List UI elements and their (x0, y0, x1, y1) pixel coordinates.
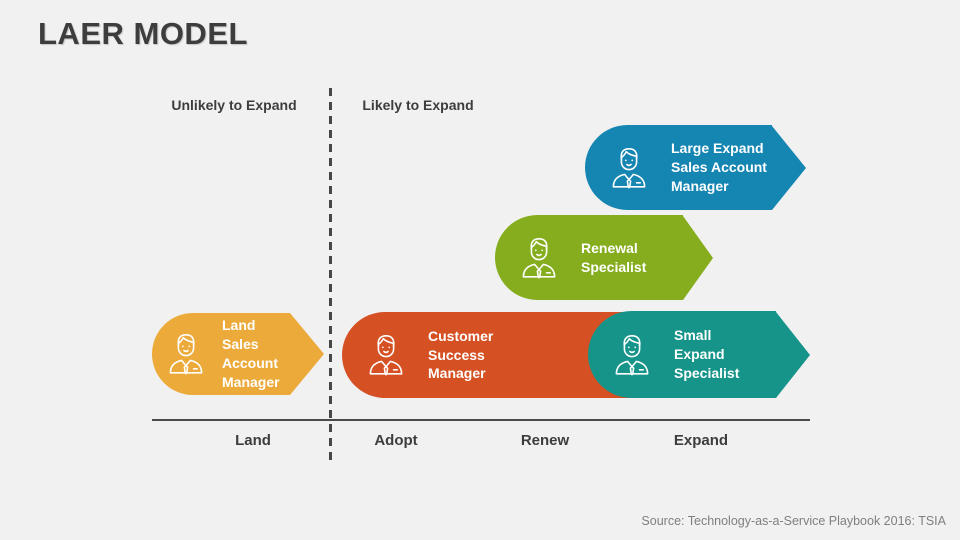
banner-body: Land Sales Account Manager (152, 313, 290, 395)
person-icon (366, 332, 406, 378)
role-label: Renewal Specialist (581, 239, 647, 275)
person-icon (612, 332, 652, 378)
person-icon (519, 235, 559, 281)
person-icon (609, 145, 649, 191)
arrow-point (772, 125, 806, 210)
axis-label-adopt: Adopt (374, 432, 418, 449)
role-label: Small Expand Specialist (674, 327, 740, 381)
role-banner-renewal-specialist: Renewal Specialist (495, 215, 713, 300)
role-banner-small-expand-specialist: Small Expand Specialist (588, 311, 810, 398)
banner-body: Large Expand Sales Account Manager (585, 125, 772, 210)
arrow-point (290, 313, 324, 395)
quadrant-label-likely-to-expand: Likely to Expand (362, 97, 474, 113)
quadrant-label-unlikely-to-expand: Unlikely to Expand (171, 97, 297, 113)
axis-line (152, 419, 810, 421)
banner-body: Renewal Specialist (495, 215, 683, 300)
role-label: Land Sales Account Manager (222, 317, 280, 390)
dashed-divider-line (329, 88, 332, 460)
axis-label-renew: Renew (520, 432, 570, 449)
role-banner-large-expand-sales-account-manager: Large Expand Sales Account Manager (585, 125, 806, 210)
banner-body: Small Expand Specialist (588, 311, 776, 398)
role-label: Customer Success Manager (428, 327, 494, 382)
role-label: Large Expand Sales Account Manager (671, 140, 767, 194)
page-title: LAER MODEL (38, 16, 248, 51)
axis-label-expand: Expand (673, 432, 729, 449)
role-banner-land-sales-account-manager: Land Sales Account Manager (152, 313, 324, 395)
source-caption: Source: Technology-as-a-Service Playbook… (641, 514, 946, 528)
axis-label-land: Land (235, 432, 271, 449)
arrow-point (683, 215, 713, 300)
arrow-point (776, 311, 810, 398)
person-icon (166, 331, 206, 377)
